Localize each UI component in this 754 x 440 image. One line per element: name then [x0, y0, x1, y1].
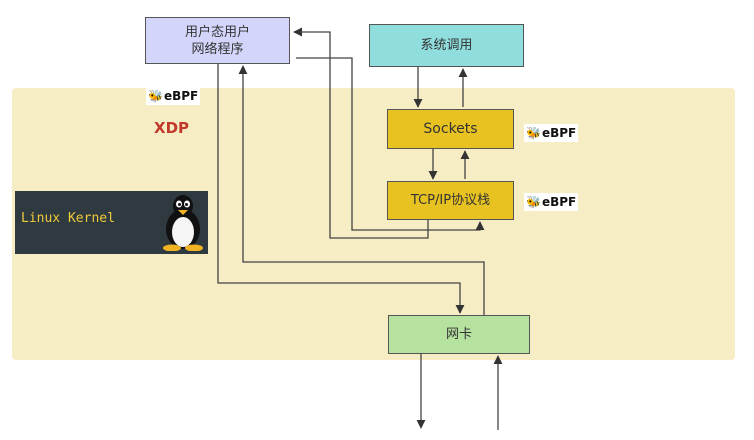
ebpf-logo-text: eBPF: [541, 195, 577, 209]
sockets-label: Sockets: [423, 120, 478, 137]
user-app-label-line2: 网络程序: [191, 41, 244, 57]
tcpip-label: TCP/IP协议栈: [410, 193, 491, 208]
ebpf-logo-xdp: 🐝 eBPF: [146, 87, 201, 105]
arrow-user-app-to-nic: [217, 64, 465, 314]
ebpf-logo-text: eBPF: [541, 126, 577, 140]
bee-icon: 🐝: [526, 195, 541, 209]
user-app-node: 用户态用户 网络程序: [145, 17, 290, 64]
linux-kernel-label: Linux Kernel: [21, 211, 115, 226]
arrow-tcpip-to-user-app: [293, 27, 429, 239]
sockets-node: Sockets: [387, 109, 514, 149]
tux-icon: [163, 195, 203, 251]
ebpf-logo-text: eBPF: [163, 89, 199, 103]
arrow-user-app-to-tcpip: [296, 57, 485, 231]
nic-node: 网卡: [388, 315, 530, 354]
xdp-label: XDP: [154, 119, 190, 137]
bee-icon: 🐝: [148, 89, 163, 103]
bee-icon: 🐝: [526, 126, 541, 140]
tcpip-node: TCP/IP协议栈: [387, 181, 514, 220]
ebpf-logo-sockets: 🐝 eBPF: [524, 124, 579, 142]
ebpf-logo-tcpip: 🐝 eBPF: [524, 193, 579, 211]
arrow-nic-to-user-app: [238, 65, 485, 315]
syscall-label: 系统调用: [420, 38, 473, 53]
nic-label: 网卡: [445, 327, 472, 342]
syscall-node: 系统调用: [369, 24, 524, 67]
user-app-label-line1: 用户态用户: [184, 24, 250, 40]
linux-kernel-badge: Linux Kernel: [15, 191, 208, 254]
